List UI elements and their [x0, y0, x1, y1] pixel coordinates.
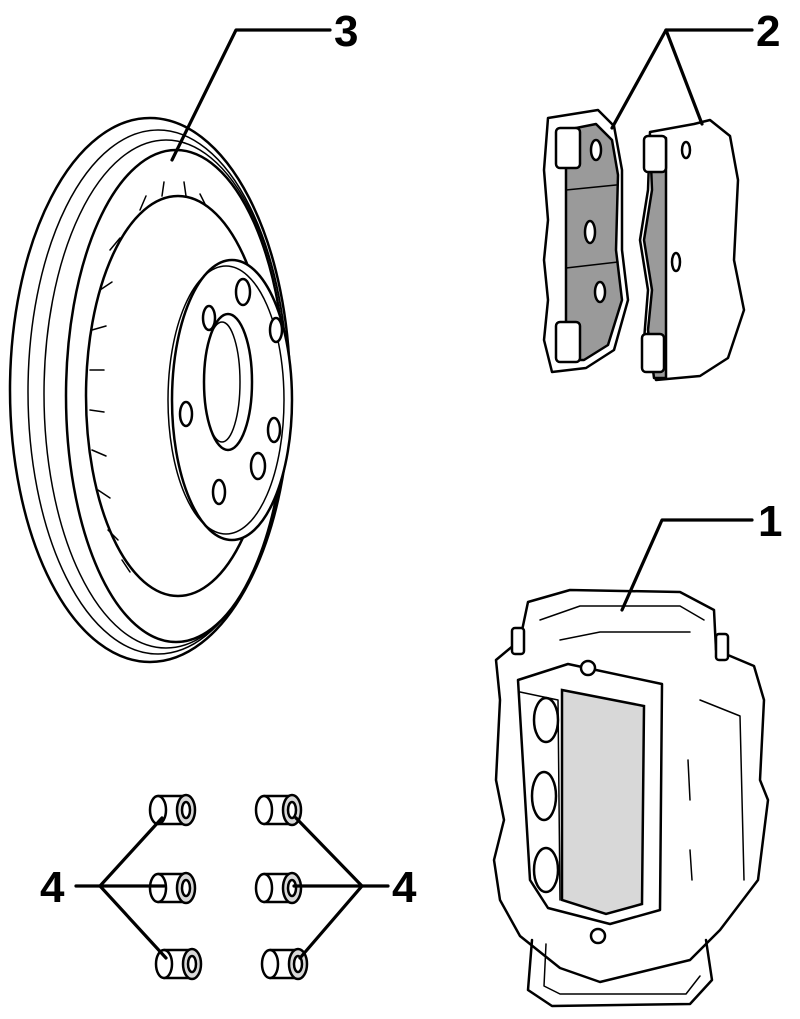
guide-bushings-right — [254, 793, 309, 981]
bushing — [154, 947, 203, 981]
callout-4-right: 4 — [392, 863, 417, 912]
leader-line-4a — [74, 816, 164, 888]
bushing — [148, 793, 197, 827]
leader-line-4c — [98, 884, 168, 960]
leader-line-2b — [664, 28, 704, 126]
leader-line-3 — [170, 28, 332, 162]
vent-slots — [89, 181, 207, 573]
leader-line-4f — [298, 884, 364, 960]
bushing — [260, 947, 309, 981]
leader-lines — [74, 28, 754, 960]
brake-pad-outer — [638, 118, 746, 382]
brake-pad-inner — [542, 108, 630, 374]
callout-1: 1 — [758, 497, 782, 546]
leader-line-2a — [610, 28, 754, 130]
brake-caliper — [492, 588, 770, 1008]
callout-4-left: 4 — [40, 863, 65, 912]
callout-2: 2 — [756, 7, 780, 56]
guide-bushings-left — [148, 793, 203, 981]
brake-disc — [8, 116, 294, 664]
bushing — [148, 871, 197, 905]
callout-3: 3 — [334, 7, 358, 56]
bushing — [254, 871, 303, 905]
bushing — [254, 793, 303, 827]
leader-line-4d — [294, 816, 390, 888]
leader-line-1 — [620, 518, 754, 612]
